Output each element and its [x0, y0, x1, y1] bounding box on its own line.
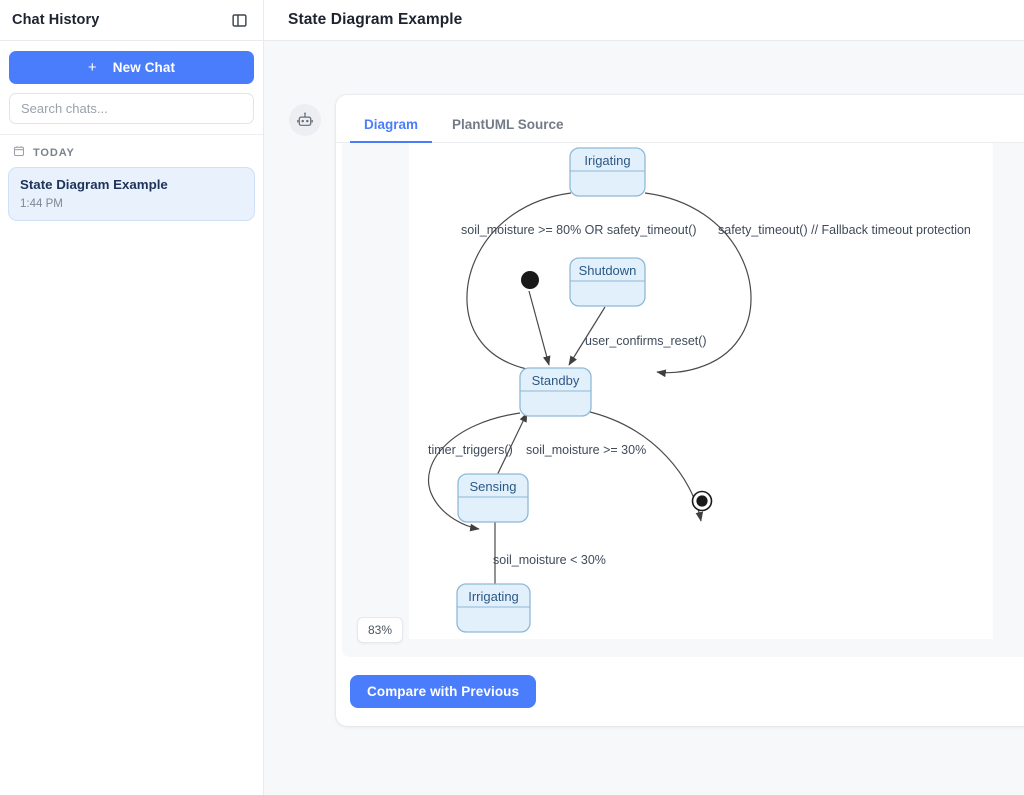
state-sensing: Sensing: [457, 473, 529, 523]
search-input[interactable]: [9, 93, 254, 124]
chat-list-item[interactable]: State Diagram Example 1:44 PM: [8, 167, 255, 221]
edge-label: soil_moisture < 30%: [493, 553, 606, 567]
sidebar-title: Chat History: [12, 12, 100, 28]
sidebar-actions: + New Chat: [0, 41, 263, 135]
panel-left-icon[interactable]: [229, 10, 249, 30]
sidebar: Chat History + New Chat: [0, 0, 264, 795]
edge-irigating-to-shutdown-right: [644, 192, 752, 378]
state-label: Irigating: [584, 153, 630, 168]
edge-shutdown-to-standby: [568, 306, 606, 366]
tab-diagram[interactable]: Diagram: [350, 117, 433, 143]
diagram-canvas[interactable]: Irigating Shutdown: [409, 143, 993, 639]
chat-item-time: 1:44 PM: [20, 197, 63, 210]
state-standby: Standby: [519, 367, 592, 417]
diagram-card: Diagram PlantUML Source: [336, 95, 1024, 726]
edge-irigating-to-shutdown-left: [466, 192, 572, 377]
chat-item-title: State Diagram Example: [20, 177, 168, 192]
state-shutdown: Shutdown: [569, 257, 646, 307]
edge-label: timer_triggers(): [428, 443, 513, 457]
edge-label: safety_timeout() // Fallback timeout pro…: [718, 223, 971, 237]
initial-node: [521, 271, 539, 289]
main-header: State Diagram Example: [264, 0, 1024, 41]
diagram-viewer[interactable]: Irigating Shutdown: [342, 143, 1024, 657]
edge-label: soil_moisture >= 80% OR safety_timeout(): [461, 223, 697, 237]
search-wrapper: [9, 93, 254, 124]
edge-standby-to-sensing: [427, 412, 521, 532]
final-node: [691, 490, 713, 512]
zoom-level-badge[interactable]: 83%: [357, 617, 404, 643]
edge-label: soil_moisture >= 30%: [526, 443, 646, 457]
main-panel: State Diagram Example: [264, 0, 1024, 795]
state-diagram-svg: Irigating Shutdown: [427, 147, 971, 633]
card-actions: Compare with Previous: [336, 657, 1024, 720]
sidebar-header: Chat History: [0, 0, 263, 41]
new-chat-label: New Chat: [112, 60, 176, 75]
calendar-icon: [13, 145, 25, 160]
state-label: Irrigating: [468, 589, 519, 604]
robot-icon: [289, 104, 321, 136]
compare-with-previous-button[interactable]: Compare with Previous: [350, 675, 537, 708]
sidebar-section-label: TODAY: [33, 146, 75, 159]
conversation-area: Diagram PlantUML Source: [264, 41, 1024, 795]
tab-plantuml-source[interactable]: PlantUML Source: [452, 117, 564, 132]
edge-label: user_confirms_reset(): [585, 334, 707, 348]
page-title: State Diagram Example: [288, 11, 463, 28]
state-label: Sensing: [470, 479, 517, 494]
state-irigating-top: Irigating: [569, 147, 646, 197]
new-chat-button[interactable]: + New Chat: [9, 51, 254, 84]
chat-list: State Diagram Example 1:44 PM: [0, 167, 263, 221]
state-irrigating-bottom: Irrigating: [456, 583, 531, 633]
state-label: Standby: [532, 373, 580, 388]
plus-icon: +: [87, 59, 97, 76]
edge-standby-to-final: [585, 410, 704, 522]
state-label: Shutdown: [579, 263, 637, 278]
edge-initial-to-standby: [528, 290, 551, 366]
sidebar-section-today: TODAY: [0, 135, 263, 167]
card-tabs: Diagram PlantUML Source: [336, 95, 1024, 143]
assistant-message-row: Diagram PlantUML Source: [289, 95, 1024, 726]
